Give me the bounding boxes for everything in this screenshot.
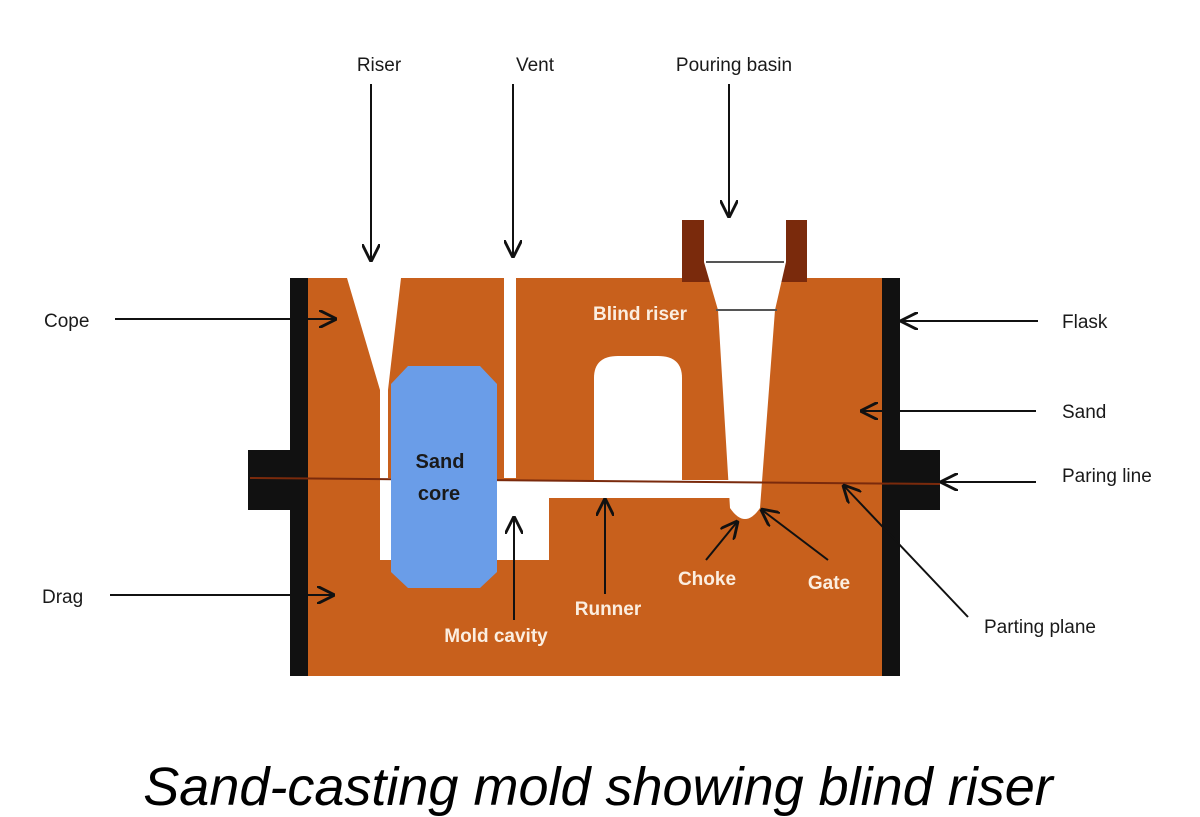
sand-core-label-1: Sand: [416, 451, 465, 473]
parting-plane-label: Parting plane: [984, 617, 1096, 638]
choke-arrow: [705, 522, 737, 561]
drag-label: Drag: [42, 587, 83, 608]
cope-label: Cope: [44, 311, 89, 332]
parting-line: [249, 477, 941, 485]
paring-line-label: Paring line: [1062, 466, 1152, 487]
mold-cavity-label: Mold cavity: [444, 626, 548, 647]
vent: [504, 278, 516, 478]
runner-label: Runner: [575, 599, 642, 620]
sand-core-label-2: core: [418, 483, 460, 505]
parting-plane-arrow: [844, 486, 969, 618]
flask-wall-left: [290, 278, 308, 676]
gate-arrow: [762, 510, 829, 561]
riser: [347, 278, 401, 480]
choke-label: Choke: [678, 569, 736, 590]
flask-ear-left: [248, 450, 298, 510]
sprue: [704, 220, 786, 519]
runner: [549, 480, 749, 498]
blind-riser-label: Blind riser: [593, 304, 688, 325]
flask-label: Flask: [1062, 312, 1108, 333]
sand-label: Sand: [1062, 402, 1106, 423]
diagram-caption: Sand-casting mold showing blind riser: [143, 757, 1054, 817]
gate-label: Gate: [808, 573, 850, 594]
blind-riser: [594, 356, 682, 480]
vent-label: Vent: [516, 55, 555, 76]
riser-label: Riser: [357, 55, 402, 76]
flask-wall-right: [882, 278, 900, 676]
sand-core: [391, 366, 497, 588]
pouring-basin-label: Pouring basin: [676, 55, 792, 76]
